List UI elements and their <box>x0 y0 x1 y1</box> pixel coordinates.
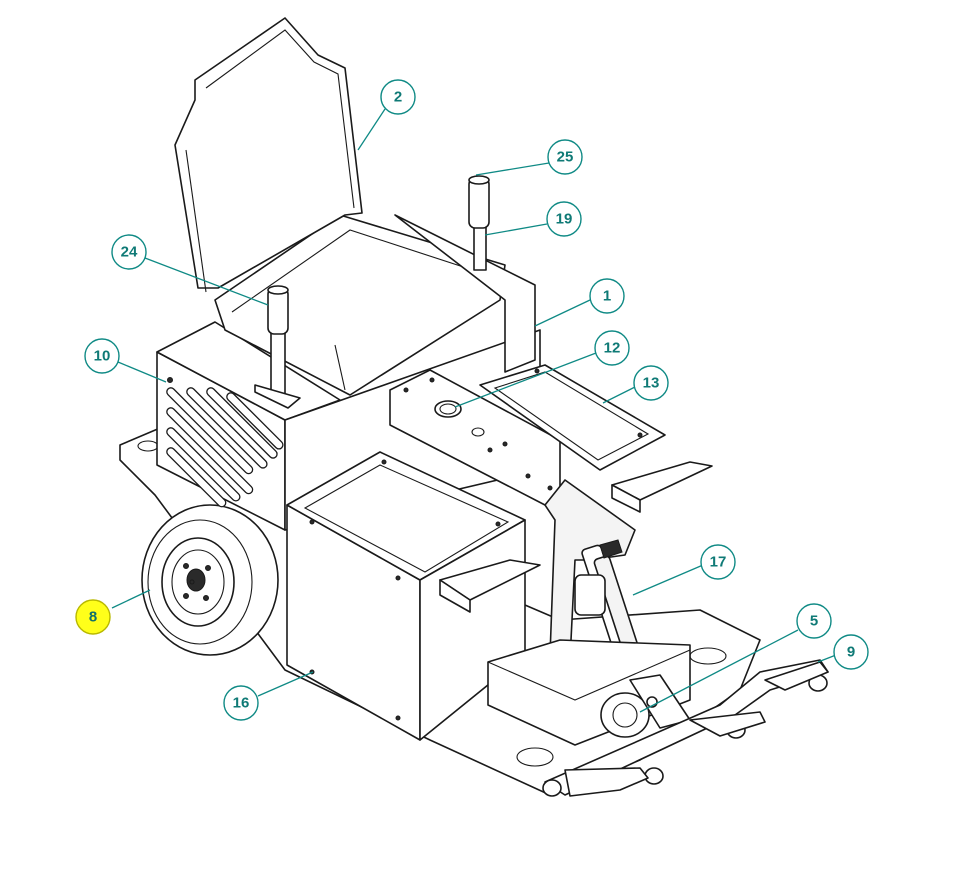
callout-12[interactable]: 12 <box>594 330 630 366</box>
callout-24[interactable]: 24 <box>111 234 147 270</box>
callout-8[interactable]: 8 <box>75 599 111 635</box>
callout-10[interactable]: 10 <box>84 338 120 374</box>
seat-cushion <box>214 214 536 396</box>
leader-10 <box>117 361 167 383</box>
leader-19 <box>484 223 548 236</box>
callout-9[interactable]: 9 <box>833 634 869 670</box>
leader-16 <box>257 671 314 697</box>
callout-8-label: 8 <box>89 609 97 626</box>
callout-16-label: 16 <box>233 695 250 712</box>
callout-10-label: 10 <box>94 348 111 365</box>
leader-lines <box>111 108 837 713</box>
callout-1[interactable]: 1 <box>589 278 625 314</box>
callout-1-label: 1 <box>603 288 611 305</box>
callout-5-label: 5 <box>810 613 818 630</box>
callout-2-label: 2 <box>394 89 402 106</box>
control-tower <box>389 369 636 661</box>
callout-19[interactable]: 19 <box>546 201 582 237</box>
leader-5 <box>639 629 799 713</box>
callout-12-label: 12 <box>604 340 621 357</box>
callout-17[interactable]: 17 <box>700 544 736 580</box>
callout-5[interactable]: 5 <box>796 603 832 639</box>
callout-13[interactable]: 13 <box>633 365 669 401</box>
front-bumper <box>542 659 829 797</box>
foot-rests <box>439 461 713 613</box>
leader-24 <box>144 257 269 306</box>
callout-16[interactable]: 16 <box>223 685 259 721</box>
leader-12 <box>454 352 597 408</box>
callout-25[interactable]: 25 <box>547 139 583 175</box>
callout-9-label: 9 <box>847 644 855 661</box>
leader-8 <box>111 589 151 609</box>
vent-slots <box>166 387 284 508</box>
callout-24-label: 24 <box>121 244 138 261</box>
callout-25-label: 25 <box>557 149 574 166</box>
callout-19-label: 19 <box>556 211 573 228</box>
callout-13-label: 13 <box>643 375 660 392</box>
lever-left <box>254 285 301 409</box>
actuator <box>574 539 643 665</box>
leader-1 <box>534 299 591 327</box>
leader-13 <box>602 386 636 404</box>
callout-2[interactable]: 2 <box>380 79 416 115</box>
leader-9 <box>817 654 837 663</box>
leader-17 <box>632 564 704 596</box>
callout-17-label: 17 <box>710 554 727 571</box>
battery-box-right <box>479 364 666 471</box>
leader-25 <box>475 162 550 176</box>
lever-right <box>468 175 490 271</box>
seat-back <box>174 17 363 293</box>
rear-wheel <box>141 504 279 656</box>
leader-2 <box>357 108 386 151</box>
